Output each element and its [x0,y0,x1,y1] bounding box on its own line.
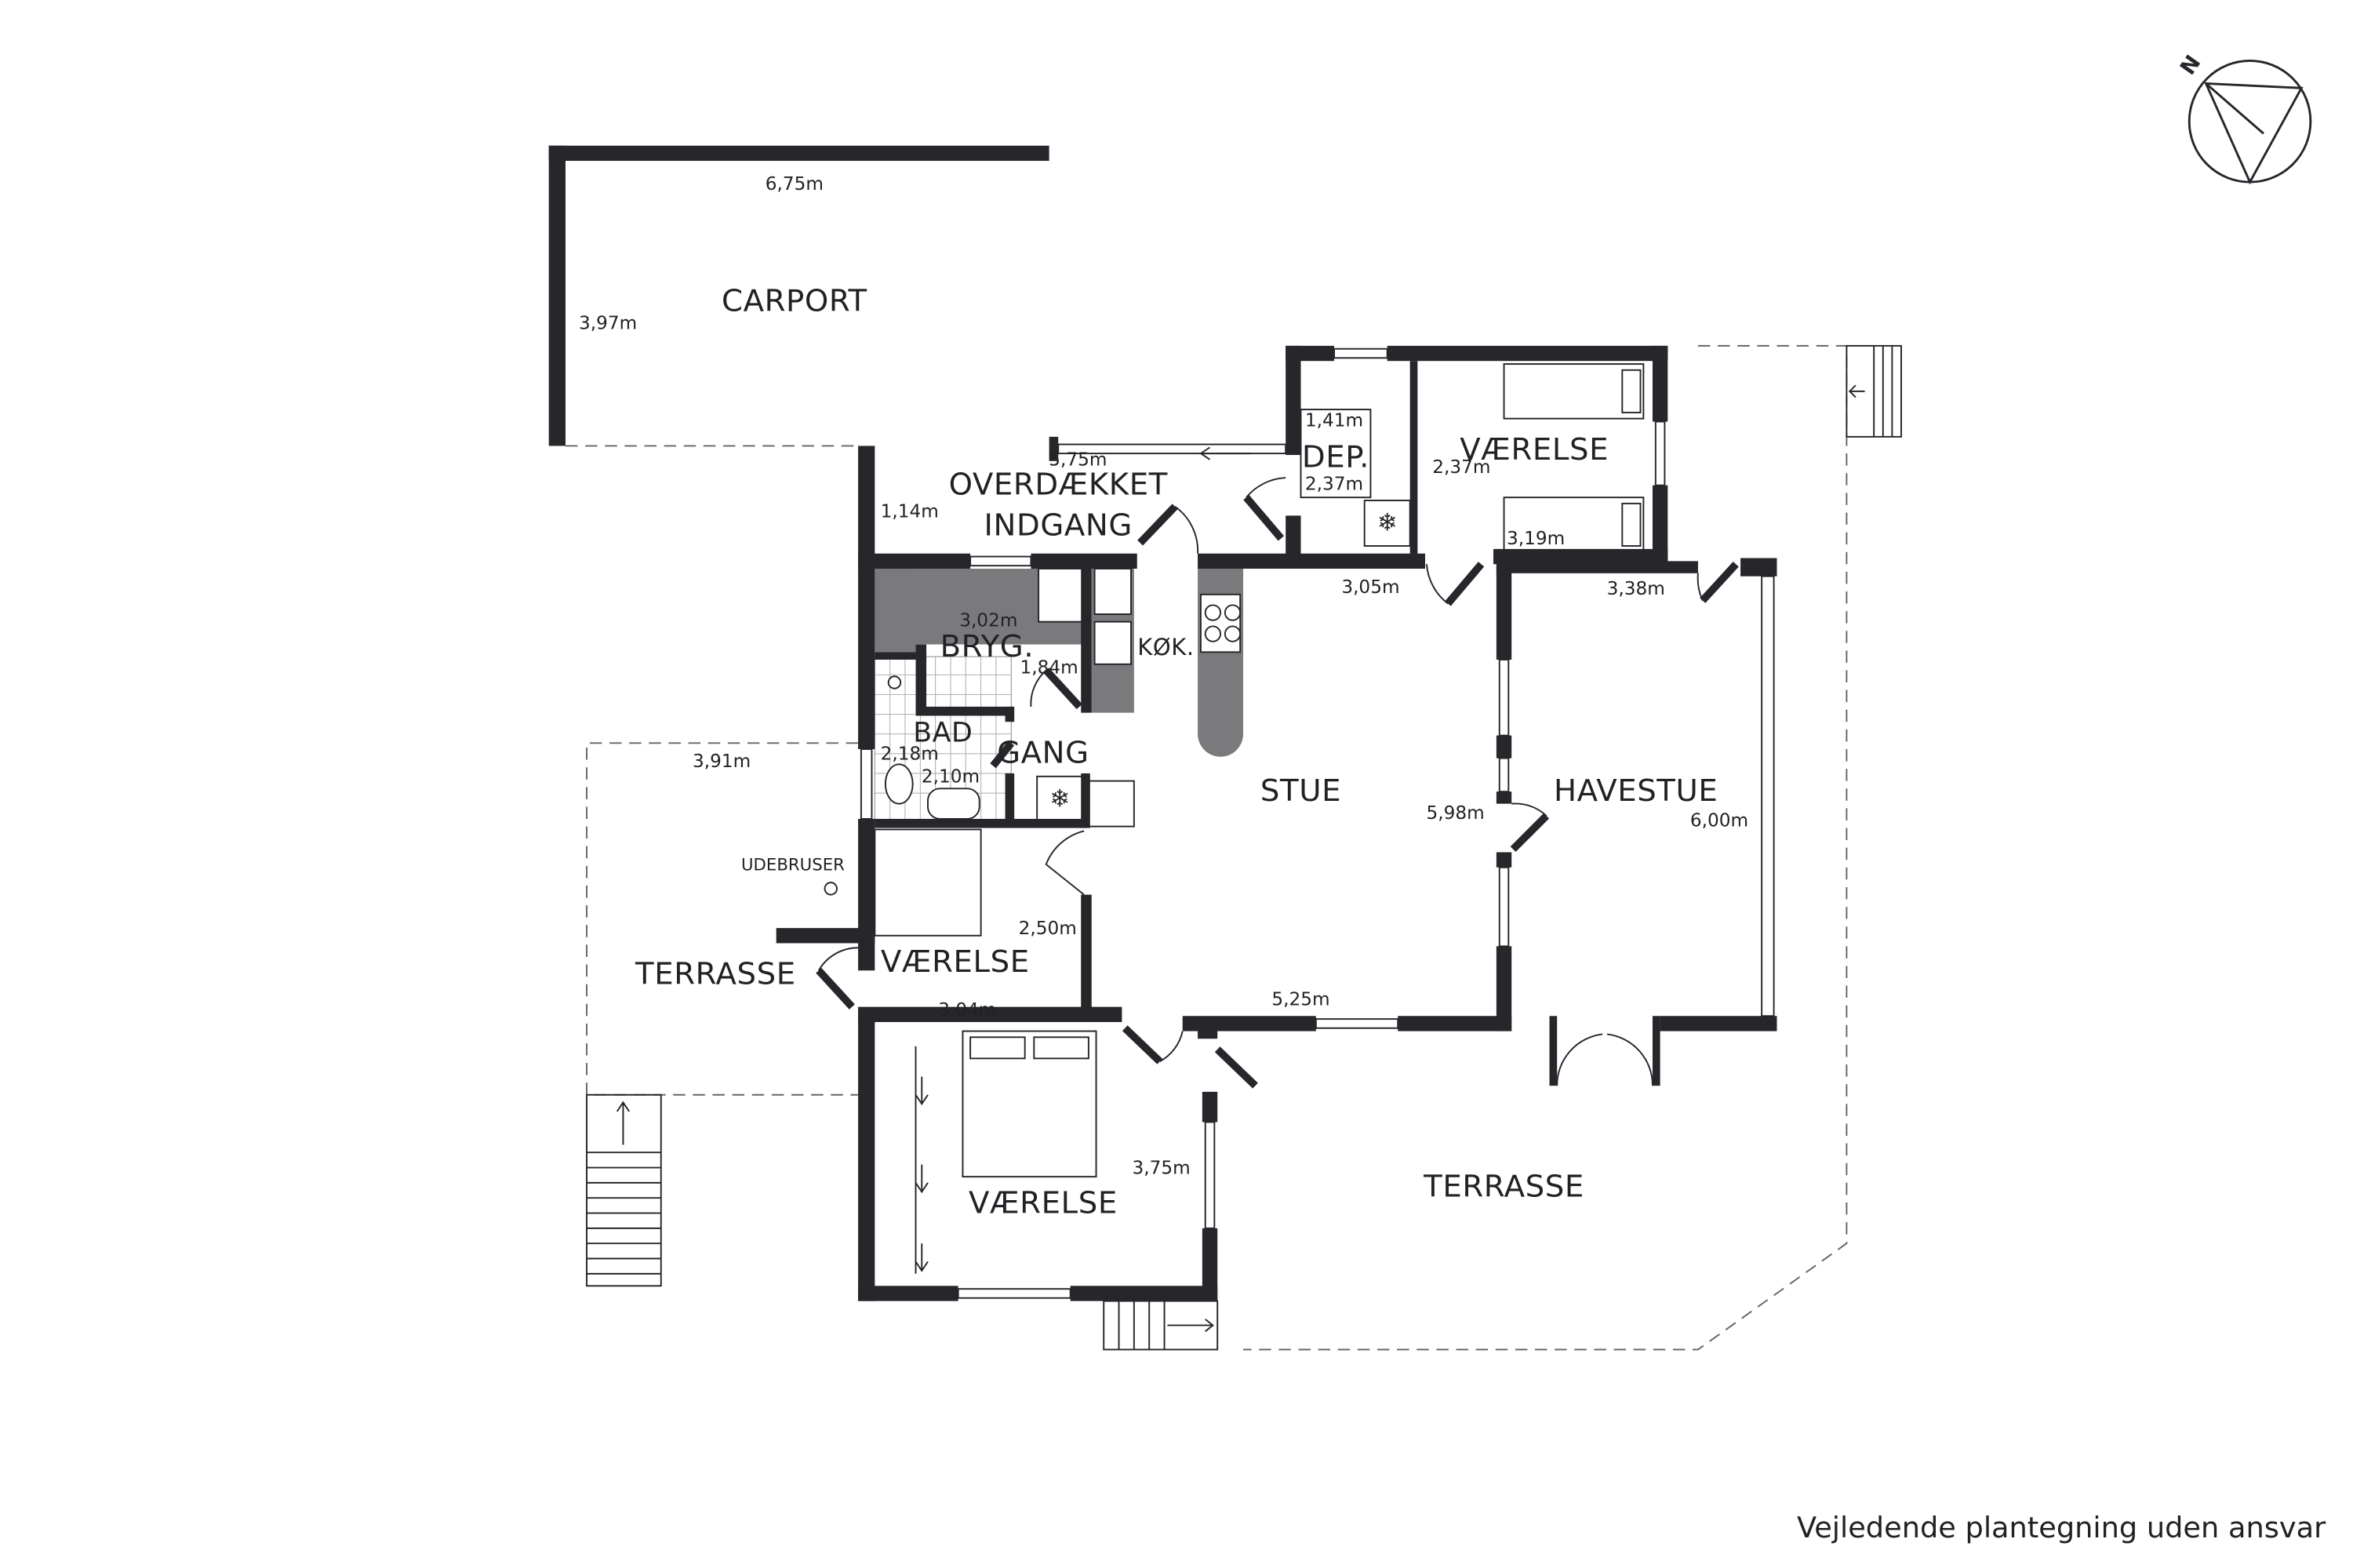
dim-carport-h: 3,97m [579,313,637,334]
label-terrasse-w: TERRASSE [635,957,796,992]
label-vaerelse-s: VÆRELSE [969,1186,1118,1221]
label-havestue: HAVESTUE [1554,773,1718,809]
room-labels: CARPORT OVERDÆKKET INDGANG DEP. VÆRELSE … [635,283,1718,1221]
label-overdaekket: OVERDÆKKET [949,467,1168,502]
freezer-icon: ❄ [1377,509,1398,537]
label-vaerelse-ne: VÆRELSE [1460,432,1609,467]
furniture: ❄ ❄ [824,363,1645,1274]
dim-bryg-h: 1,84m [1020,657,1078,678]
label-gang: GANG [997,735,1089,770]
label-vaerelse-w: VÆRELSE [881,944,1030,980]
dim-indgang-h: 1,14m [881,500,939,522]
bath-tiles [874,656,1012,821]
dim-stue-n: 3,05m [1341,577,1399,598]
label-terrasse-s: TERRASSE [1423,1169,1584,1204]
footer-note: Vejledende plantegning uden ansvar [1797,1511,2326,1544]
compass-north-label: N [2176,51,2206,79]
walls [776,345,1777,1301]
dim-bad-h: 2,18m [881,744,939,765]
label-stue: STUE [1260,773,1341,809]
dim-terrasse-w: 3,91m [693,751,751,772]
dimension-labels: 6,75m 3,97m 5,75m 1,14m 1,41m 2,37m 2,37… [579,173,1748,1179]
label-dep: DEP. [1302,440,1369,475]
compass-icon: N [2176,51,2312,185]
dim-vaerelse-w-w: 3,04m [938,999,996,1020]
label-udebruser: UDEBRUSER [741,856,845,875]
label-carport: CARPORT [722,283,867,318]
carport-walls [548,145,1049,446]
dim-stue-s: 5,25m [1271,989,1329,1010]
terrace-outlines [566,344,1848,1351]
dim-carport-w: 6,75m [766,173,824,195]
dim-vaerelse-w-h: 2,50m [1019,918,1077,939]
outdoor-shower-icon [824,882,838,896]
label-bad: BAD [913,717,973,748]
stairs-ne [1846,344,1902,438]
fridge-icon: ❄ [1049,784,1070,812]
stairs-s [1103,1300,1219,1351]
label-bryg: BRYG. [940,629,1035,664]
stairs-w [586,1093,662,1287]
dim-vaerelse-ne-w: 3,19m [1507,528,1565,549]
dim-vaerelse-s-h: 3,75m [1133,1157,1191,1178]
label-indgang: INDGANG [984,508,1133,543]
dim-indgang-w: 5,75m [1049,449,1107,471]
dim-havestue-h: 6,00m [1690,810,1748,831]
dim-havestue-n: 3,38m [1607,578,1665,599]
dim-stue-h: 5,98m [1427,802,1485,824]
dim-bad-w: 2,10m [922,766,980,788]
dim-bryg-w: 3,02m [959,609,1017,631]
dim-vaerelse-ne-h: 2,37m [1432,457,1490,478]
doors [816,477,1739,1089]
dim-dep-w: 1,41m [1305,409,1363,431]
label-kok: KØK. [1137,634,1194,660]
dim-dep-h: 2,37m [1305,474,1363,495]
